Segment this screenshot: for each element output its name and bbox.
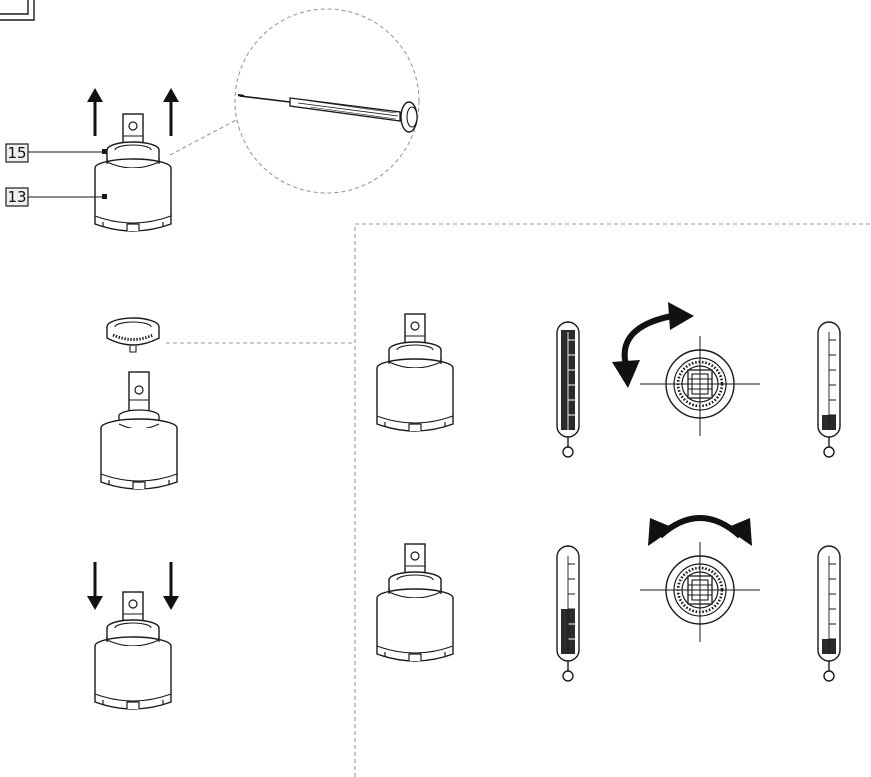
thermometer-bulb <box>823 670 835 682</box>
thermometer-bulb <box>562 446 574 458</box>
thermometer-hot <box>556 321 580 458</box>
double-rotate-arrow-icon <box>648 515 752 546</box>
label-part-15: 15 <box>5 143 107 163</box>
thermometer-medium <box>556 545 580 682</box>
cartridge-row1 <box>375 312 455 433</box>
rotate-arrow-icon <box>612 302 694 388</box>
spline-ring <box>106 317 160 353</box>
step-refit-ring <box>85 560 181 711</box>
label-13-text: 13 <box>7 188 26 206</box>
step-remove-ring: 15 13 <box>5 8 420 233</box>
thermometer-cold-2 <box>817 545 841 682</box>
cartridge-refitted <box>93 590 173 711</box>
cartridge-without-ring <box>101 372 177 489</box>
dial-top-view-1 <box>638 334 762 438</box>
dial-top-view-2 <box>638 540 762 644</box>
adjustment-panel-border <box>354 223 871 777</box>
adjustment-row-hot <box>375 302 841 458</box>
arrow-icon <box>161 560 181 612</box>
adjustment-row-medium <box>375 515 841 682</box>
thermometer-bulb <box>823 446 835 458</box>
label-15-text: 15 <box>7 144 26 162</box>
detail-magnifier <box>234 8 420 194</box>
label-part-13: 13 <box>5 187 107 207</box>
arrow-icon <box>161 86 181 138</box>
screwdriver-icon <box>237 93 418 133</box>
cartridge-row2 <box>375 542 455 663</box>
arrow-icon <box>85 86 105 138</box>
arrow-icon <box>85 560 105 612</box>
thermometer-cold-1 <box>817 321 841 458</box>
cartridge-with-ring <box>93 112 173 233</box>
step-ring-lifted <box>101 317 355 489</box>
corner-frame <box>0 0 35 21</box>
thermometer-bulb <box>562 670 574 682</box>
